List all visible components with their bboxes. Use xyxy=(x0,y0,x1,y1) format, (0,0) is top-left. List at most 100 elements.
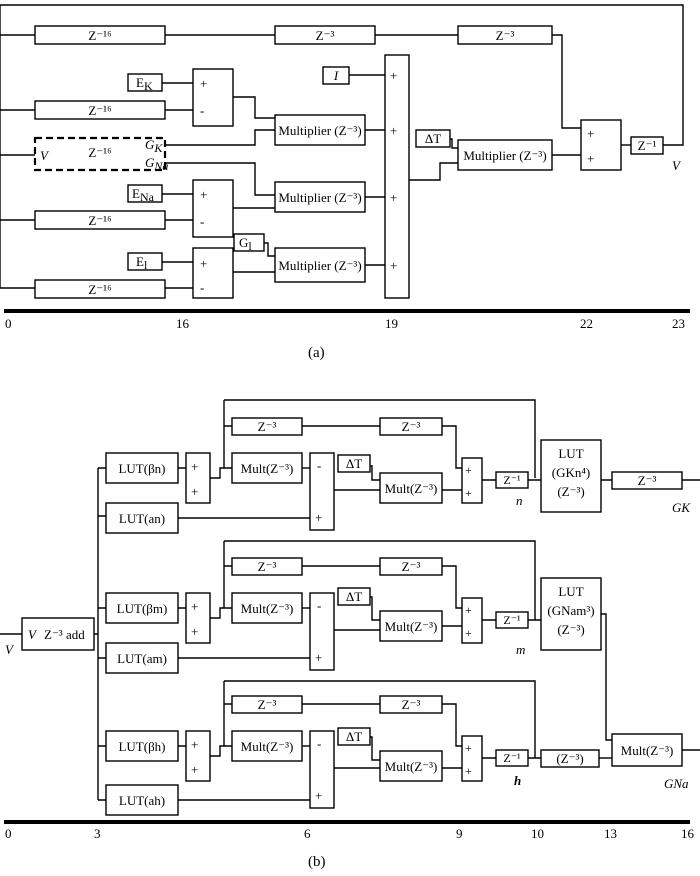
n-mult-b xyxy=(379,472,443,504)
m-z3-a-label: Z⁻³ xyxy=(258,559,277,574)
lut-gk-box xyxy=(540,439,602,513)
m-sub xyxy=(309,592,335,671)
m-z3-b-label: Z⁻³ xyxy=(402,559,421,574)
multiplier-box-2 xyxy=(274,181,366,213)
m-z1-label: Z⁻¹ xyxy=(503,613,521,627)
adder-h-plus1: + xyxy=(191,737,198,752)
lut-a-h-label: LUT(ah) xyxy=(119,793,165,808)
n-z1-box xyxy=(495,471,529,489)
gl-label: Gl xyxy=(239,235,252,253)
big-adder-plus-1: + xyxy=(390,68,397,83)
delay1-label-a: Z⁻¹ xyxy=(638,138,657,153)
big-adder-plus-3: + xyxy=(390,190,397,205)
h-z3p-label: (Z⁻³) xyxy=(556,751,583,766)
big-adder-plus-2: + xyxy=(390,123,397,138)
top-row-wire xyxy=(0,34,581,129)
n-adder2-plus2: + xyxy=(465,486,472,500)
h-adder2-plus1: + xyxy=(465,741,472,755)
gk-z3-label: Z⁻³ xyxy=(638,473,657,488)
m-mult-b-label: Mult(Z⁻³) xyxy=(385,619,438,634)
delay16-box-5 xyxy=(34,279,166,299)
n-z3-chain xyxy=(224,425,462,469)
big-adder-plus-4: + xyxy=(390,258,397,273)
axis-b-tick-16: 16 xyxy=(681,826,695,841)
lut-gna-box xyxy=(540,577,602,651)
m-z3-chain xyxy=(224,565,462,609)
vadd-box xyxy=(21,617,95,651)
h-mult-a-label: Mult(Z⁻³) xyxy=(241,739,294,754)
n-feedback xyxy=(224,399,536,478)
dt-label-a: ΔT xyxy=(425,131,441,146)
h-sub-out xyxy=(334,736,380,769)
m-adder2-plus2: + xyxy=(465,626,472,640)
n-sub-minus: - xyxy=(317,458,321,473)
delay3-label-a1: Z⁻³ xyxy=(316,28,335,43)
v-feedback-wire xyxy=(0,4,684,146)
delay16-label-top: Z⁻¹⁶ xyxy=(88,28,111,43)
h-mult-b-label: Mult(Z⁻³) xyxy=(385,759,438,774)
n-dt-box xyxy=(337,454,371,473)
multiplier-label-3: Multiplier (Z⁻³) xyxy=(278,258,361,273)
multiplier-label-2: Multiplier (Z⁻³) xyxy=(278,190,361,205)
m-z1-box xyxy=(495,611,529,629)
adder-el xyxy=(192,247,234,299)
lut-a-h-box[interactable] xyxy=(105,784,179,816)
n-lut-out xyxy=(178,467,310,519)
gate-h: LUT(βh) LUT(ah) + + Z⁻³ Z⁻³ Mult(Z⁻³) - … xyxy=(105,680,700,816)
lut-beta-m-box[interactable] xyxy=(105,592,179,624)
final-adder-plus-2: + xyxy=(587,151,594,166)
gna-wire xyxy=(165,162,275,196)
axis-a-tick-23: 23 xyxy=(672,316,685,331)
lut-gna-z: (Z⁻³) xyxy=(557,622,584,637)
dt-wire-a xyxy=(450,138,458,149)
h-adder2-plus2: + xyxy=(465,764,472,778)
m-dt-box xyxy=(337,587,371,606)
delay16-label-5: Z⁻¹⁶ xyxy=(88,282,111,297)
h-dt-box xyxy=(337,727,371,746)
gna-label: GNa xyxy=(145,155,168,173)
gk-label: GK xyxy=(145,137,163,155)
lut-gna-expr: (GNam³) xyxy=(547,603,594,618)
gk-out-label: GK xyxy=(672,500,691,515)
delay16-box-2 xyxy=(34,100,166,120)
axis-a-tick-0: 0 xyxy=(5,316,12,331)
lut-beta-n-box[interactable] xyxy=(105,452,179,484)
delay16-label-4: Z⁻¹⁶ xyxy=(88,213,111,228)
adder-ek-minus: - xyxy=(200,103,204,118)
h-sub-minus: - xyxy=(317,736,321,751)
delay16-label-dashed: Z⁻¹⁶ xyxy=(88,145,111,160)
gna-lut-out xyxy=(601,613,612,741)
h-sub xyxy=(309,730,335,809)
big-adder-out xyxy=(409,162,458,181)
m-sub-minus: - xyxy=(317,598,321,613)
lut-beta-h-box[interactable] xyxy=(105,730,179,762)
axis-a-tick-22: 22 xyxy=(580,316,593,331)
multiplier-box-4 xyxy=(457,139,553,171)
m-sub-plus: + xyxy=(315,650,322,665)
n-dt-label: ΔT xyxy=(346,456,362,471)
gate-n: LUT(βn) LUT(an) + + Z⁻³ Z⁻³ Mult(Z⁻³) - … xyxy=(105,399,700,534)
gna-mult-label: Mult(Z⁻³) xyxy=(621,743,674,758)
delay3-label-a2: Z⁻³ xyxy=(496,28,515,43)
caption-b: (b) xyxy=(308,854,326,870)
gna-mult-box xyxy=(611,733,683,767)
m-adder2-plus1: + xyxy=(465,603,472,617)
m-sub-out xyxy=(334,596,380,631)
vadd-label: Z⁻³ add xyxy=(44,627,85,642)
h-feedback xyxy=(224,680,536,758)
panel-b: V V Z⁻³ add LUT(βn) LUT(an) + + Z⁻³ Z⁻³ … xyxy=(0,399,700,870)
adder-n-plus2: + xyxy=(191,484,198,499)
n-z3-b-label: Z⁻³ xyxy=(402,419,421,434)
lut-a-n-box[interactable] xyxy=(105,502,179,534)
m-label: m xyxy=(516,642,525,657)
adder-h-plus2: + xyxy=(191,762,198,777)
adder-ek-out xyxy=(233,96,275,119)
lut-gk-z: (Z⁻³) xyxy=(557,484,584,499)
lut-a-m-box[interactable] xyxy=(105,642,179,674)
axis-a-tick-16: 16 xyxy=(176,316,190,331)
lut-gk-title: LUT xyxy=(558,446,583,461)
adder-n-plus1: + xyxy=(191,459,198,474)
h-lut-out xyxy=(178,745,310,801)
h-z1-label: Z⁻¹ xyxy=(503,751,521,765)
